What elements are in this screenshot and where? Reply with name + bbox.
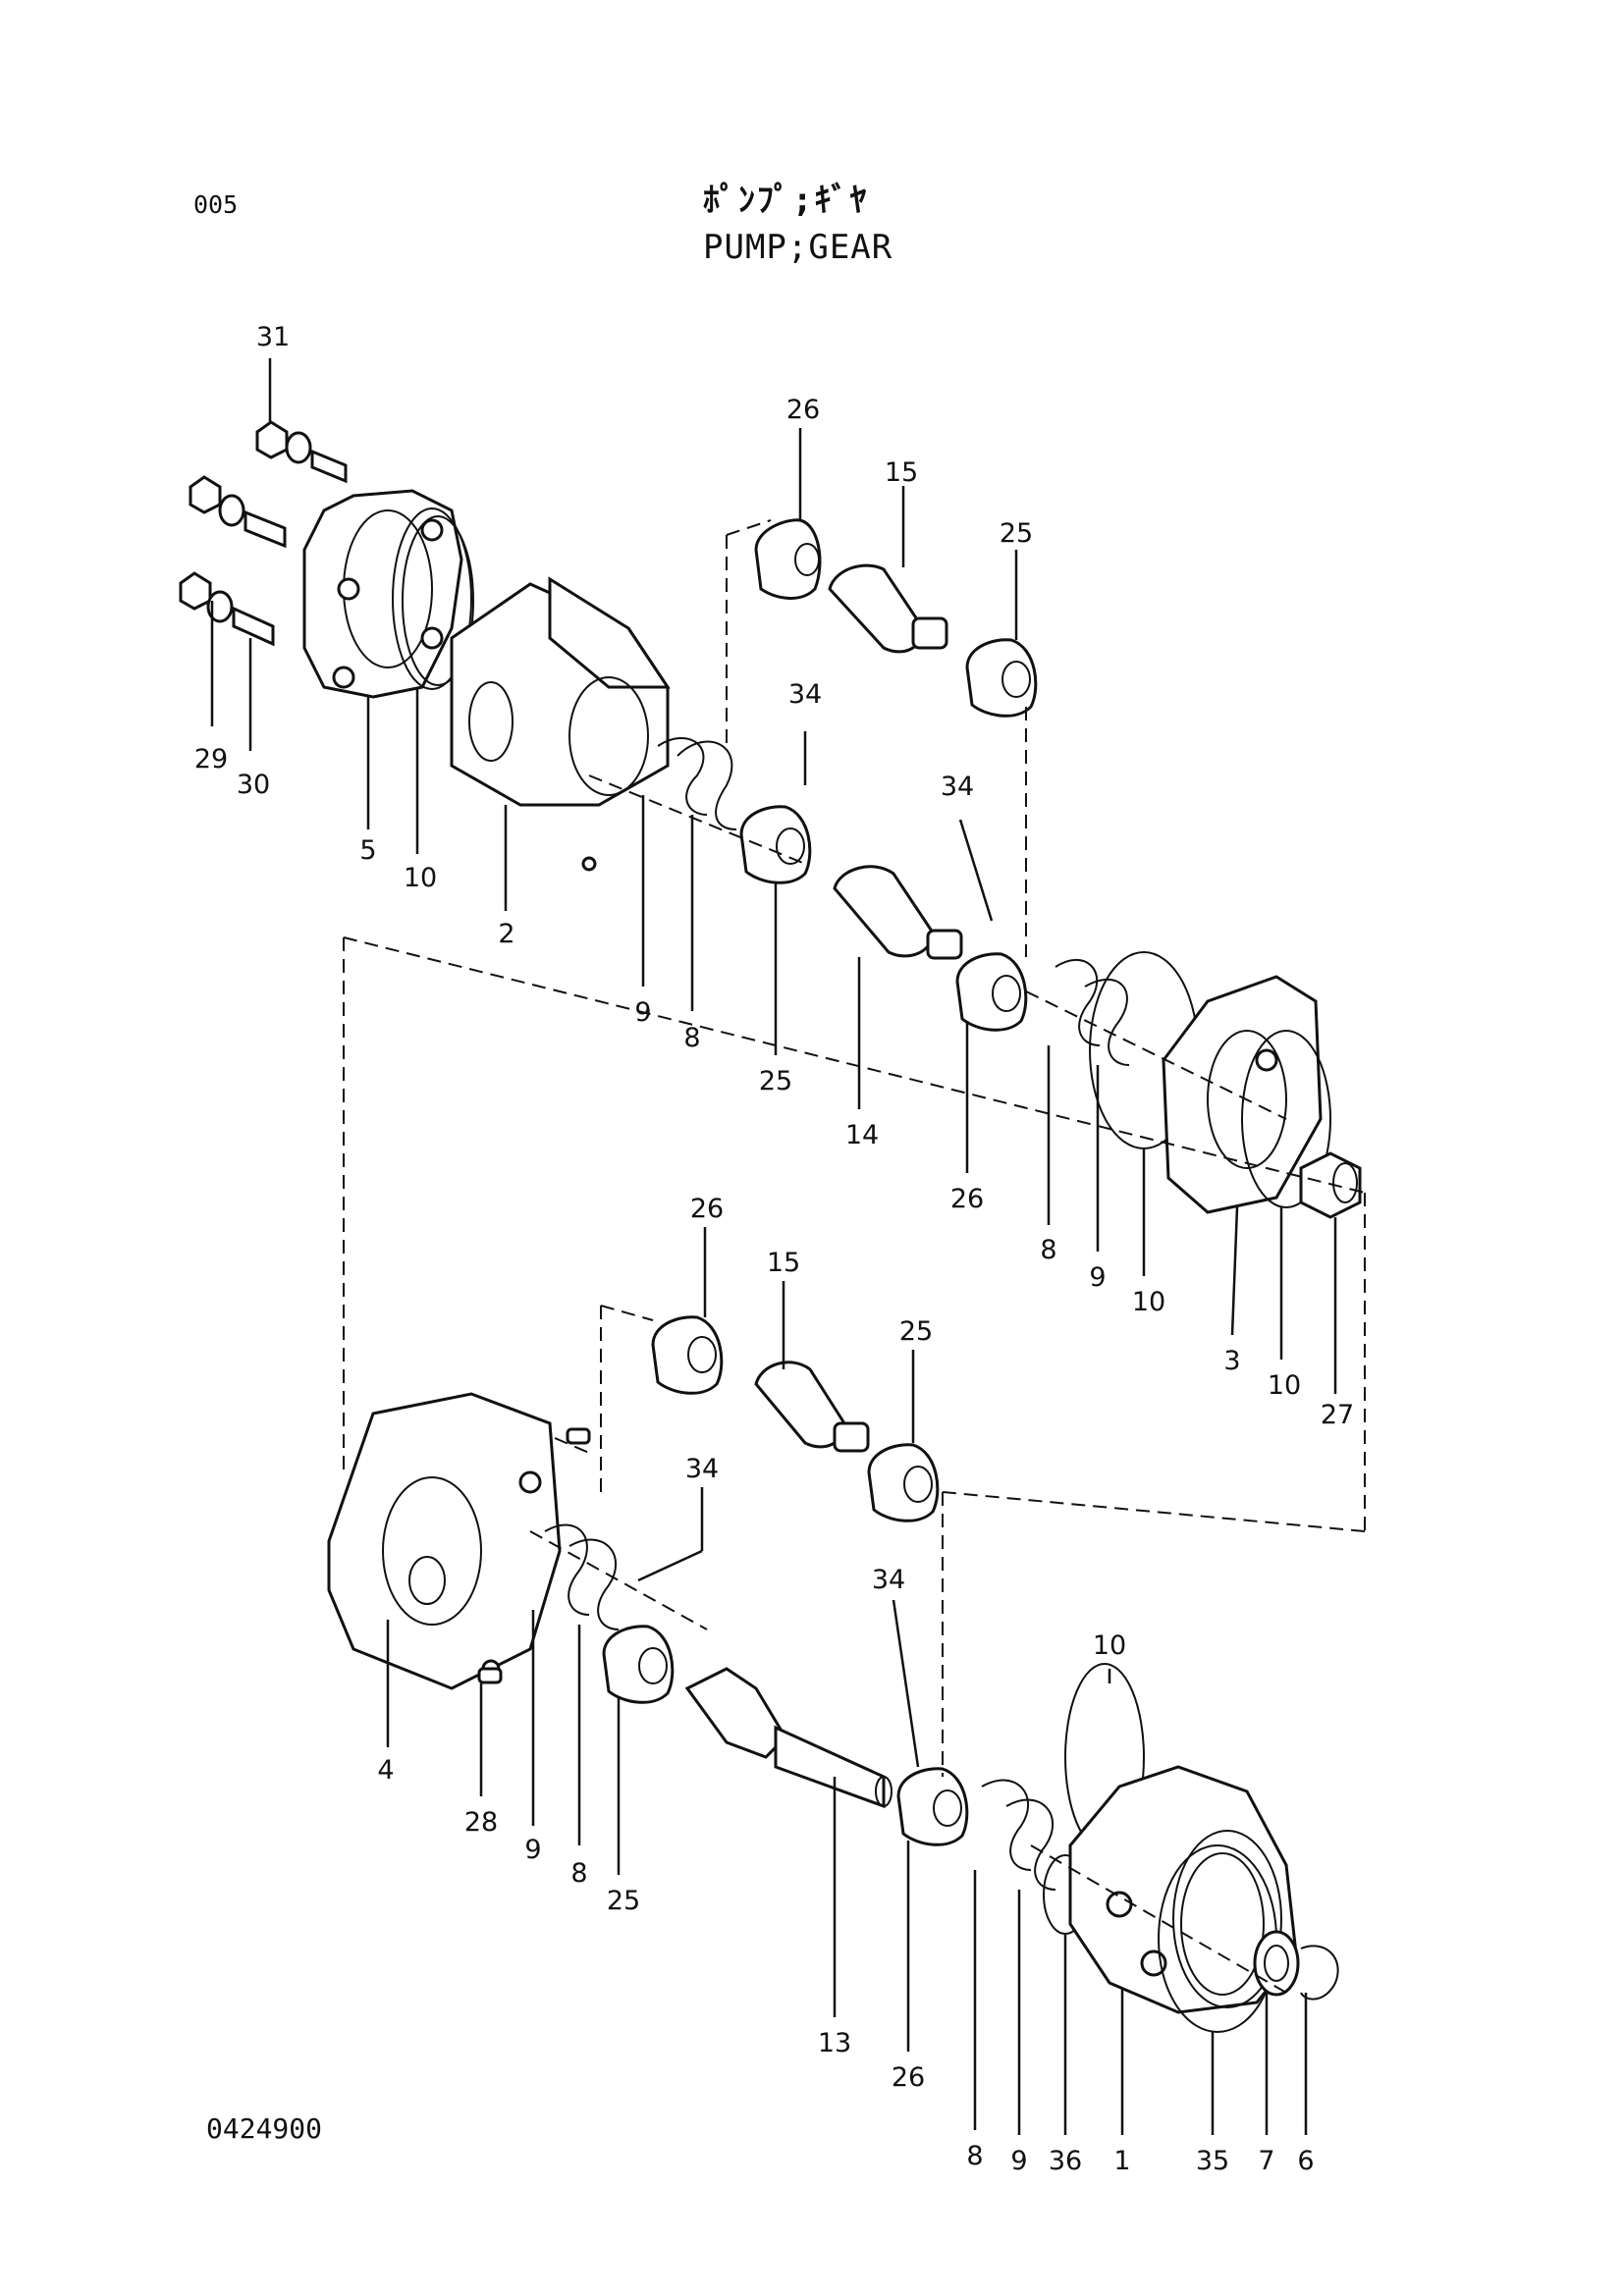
leader-lines-lower [386, 1227, 1308, 2135]
bushing-25-upper-a [965, 638, 1038, 718]
drawing-number: 0424900 [206, 2112, 323, 2145]
seal-8-lower-right [981, 1779, 1032, 1871]
callout-7: 7 [1258, 2146, 1274, 2176]
callout-10: 10 [1093, 1630, 1126, 1661]
gear-15-upper [828, 563, 948, 654]
callout-28: 28 [464, 1807, 498, 1838]
callout-10: 10 [404, 863, 437, 893]
callout-30: 30 [237, 770, 270, 800]
seal-9-lower [544, 1523, 590, 1616]
callout-26: 26 [892, 2062, 925, 2093]
bushing-26-lower-b [896, 1767, 969, 1846]
callout-8: 8 [683, 1023, 700, 1053]
callout-8: 8 [570, 1858, 587, 1889]
callout-5: 5 [359, 835, 376, 866]
seal-8-upper-right [1055, 958, 1101, 1046]
callout-25: 25 [899, 1316, 933, 1347]
callout-8: 8 [1040, 1235, 1056, 1265]
callout-26: 26 [950, 1184, 984, 1214]
callout-4: 4 [377, 1755, 394, 1786]
callout-14: 14 [845, 1120, 879, 1150]
gear-15-lower [754, 1361, 870, 1453]
assembly-guide-lines-lower [529, 1305, 1287, 1994]
seal-9-lower-right [1005, 1798, 1056, 1891]
drive-shaft-13 [684, 1667, 893, 1809]
seal-9-upper-right [1084, 978, 1130, 1066]
gear-14 [833, 865, 963, 960]
callouts-upper: 31 29 30 5 10 2 9 8 26 15 25 34 25 14 34… [194, 322, 1354, 1430]
title-english: PUMP;GEAR [703, 228, 893, 267]
callout-8: 8 [966, 2141, 983, 2171]
mounting-flange-1 [1068, 1765, 1298, 2014]
callout-2: 2 [498, 919, 514, 949]
callout-36: 36 [1049, 2146, 1082, 2176]
callout-34: 34 [685, 1454, 719, 1484]
snap-ring-6 [1300, 1945, 1339, 2001]
bushing-25-upper-b [739, 805, 812, 884]
bolt-set-middle [189, 475, 287, 549]
oil-seal-7 [1253, 1930, 1300, 1997]
callout-31: 31 [256, 322, 290, 352]
bushing-26-upper-b [955, 952, 1028, 1032]
callout-9: 9 [524, 1835, 541, 1865]
bushing-25-lower-a [867, 1443, 940, 1522]
bushing-25-lower-b [602, 1625, 675, 1704]
housing-2 [450, 576, 671, 872]
front-cover-3 [1162, 975, 1323, 1214]
backup-ring-8-lower [568, 1538, 620, 1630]
callout-26: 26 [690, 1194, 724, 1224]
title-japanese: ﾎﾟﾝﾌﾟ;ｷﾞﾔ [703, 181, 869, 220]
bushing-26-lower-a [651, 1315, 724, 1395]
callouts-lower: 26 15 25 34 4 28 9 8 25 34 10 13 26 8 9 … [377, 1194, 1314, 2176]
callout-34: 34 [872, 1565, 905, 1595]
shaft-seal-27 [1299, 1151, 1362, 1219]
callout-35: 35 [1196, 2146, 1229, 2176]
callout-9: 9 [1089, 1262, 1106, 1293]
housing-4 [327, 1392, 591, 1690]
leader-lines-upper [210, 358, 1337, 1394]
o-ring-10-front-cover [1241, 1030, 1331, 1208]
callout-3: 3 [1223, 1346, 1240, 1376]
callout-29: 29 [194, 744, 228, 774]
callout-25: 25 [607, 1886, 640, 1916]
seal-9-upper [657, 736, 708, 816]
callout-15: 15 [767, 1248, 800, 1278]
backup-ring-8-upper [676, 740, 737, 830]
rear-cover-5 [302, 489, 463, 699]
callout-25: 25 [1000, 518, 1033, 549]
callout-25: 25 [759, 1066, 792, 1096]
callout-15: 15 [885, 457, 918, 488]
bolt-set-top [255, 420, 348, 484]
callout-26: 26 [786, 395, 820, 425]
assembly-guide-lines-upper [343, 519, 1366, 1532]
callout-27: 27 [1321, 1400, 1354, 1430]
callout-9: 9 [1010, 2146, 1027, 2176]
callout-1: 1 [1113, 2146, 1130, 2176]
callout-34: 34 [788, 679, 822, 710]
o-ring-10-upper-left [392, 507, 474, 690]
page-number: 005 [193, 190, 239, 219]
callout-9: 9 [634, 997, 651, 1028]
bolt-set-bottom [179, 571, 275, 647]
callout-6: 6 [1297, 2146, 1314, 2176]
bushing-26-upper-a [754, 518, 822, 600]
callout-10: 10 [1132, 1287, 1165, 1317]
callout-13: 13 [818, 2028, 851, 2058]
callout-10: 10 [1268, 1370, 1301, 1401]
callout-34: 34 [941, 772, 974, 802]
